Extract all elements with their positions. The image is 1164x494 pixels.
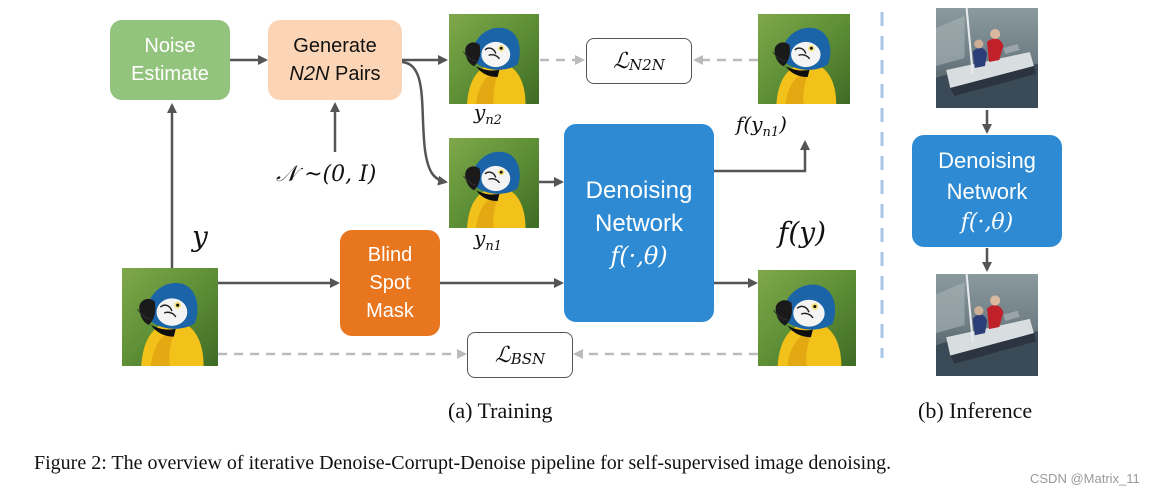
image-yn2 [448, 13, 540, 105]
figure-caption: Figure 2: The overview of iterative Deno… [34, 452, 892, 474]
generate-pairs-box: Generate N2N Pairs [268, 20, 402, 100]
noise-estimate-line1: Noise [144, 35, 196, 57]
generate-pairs-rest: Pairs [329, 63, 381, 85]
image-y-input [121, 267, 219, 367]
noise-estimate-line2: Estimate [131, 63, 209, 85]
label-yn2-sub: n2 [485, 113, 502, 128]
generate-pairs-line2: N2N Pairs [289, 60, 380, 88]
label-yn2-base: y [474, 100, 486, 124]
label-fyn1-post: ) [779, 112, 787, 136]
label-yn1: yn1 [474, 226, 502, 254]
label-yn1-base: y [474, 226, 486, 250]
caption-inference: (b) Inference [918, 398, 1033, 423]
noise-estimate-box: Noise Estimate [110, 20, 230, 100]
loss-n2n-symbol: ℒ [613, 48, 630, 74]
image-yn1 [448, 137, 540, 229]
denoising-network-inference-box: Denoising Network f(·,θ) [912, 135, 1062, 247]
label-fy: f(y) [778, 216, 827, 249]
label-y: y [192, 220, 208, 253]
loss-bsn-symbol: ℒ [494, 342, 511, 368]
loss-bsn-sub: BSN [510, 350, 546, 368]
label-noise-distribution: 𝒩 ~(0, I) [276, 162, 377, 187]
label-fyn1: f(yn1) [736, 112, 787, 140]
denoising-training-line2: Network [594, 209, 684, 237]
generate-pairs-n2n: N2N [289, 63, 330, 85]
arrow-denoiser-to-fyn1 [714, 140, 810, 173]
image-inference-input [934, 6, 1040, 110]
arrow-generate-to-yn1 [401, 60, 448, 186]
denoising-training-func: f(·,θ) [610, 241, 668, 270]
loss-n2n-sub: N2N [629, 56, 665, 74]
blind-spot-line2: Spot [369, 272, 411, 294]
label-yn1-sub: n1 [485, 239, 502, 254]
caption-training: (a) Training [448, 398, 553, 423]
blind-spot-mask-box: Blind Spot Mask [340, 230, 440, 336]
label-fyn1-pre: f(y [736, 112, 763, 136]
denoising-inference-line2: Network [946, 178, 1028, 204]
blind-spot-line3: Mask [366, 300, 414, 322]
image-fy [757, 269, 857, 367]
denoising-inference-line1: Denoising [938, 147, 1036, 173]
denoising-training-line1: Denoising [585, 176, 693, 204]
generate-pairs-line1: Generate [293, 35, 377, 57]
watermark: CSDN @Matrix_11 [1030, 471, 1140, 486]
blind-spot-line1: Blind [367, 244, 413, 266]
label-yn2: yn2 [474, 100, 502, 128]
denoising-inference-func: f(·,θ) [960, 209, 1014, 235]
denoising-network-training-box: Denoising Network f(·,θ) [564, 124, 714, 322]
image-inference-output [934, 272, 1040, 378]
image-fyn1 [757, 13, 851, 105]
label-fyn1-sub: n1 [762, 125, 780, 140]
